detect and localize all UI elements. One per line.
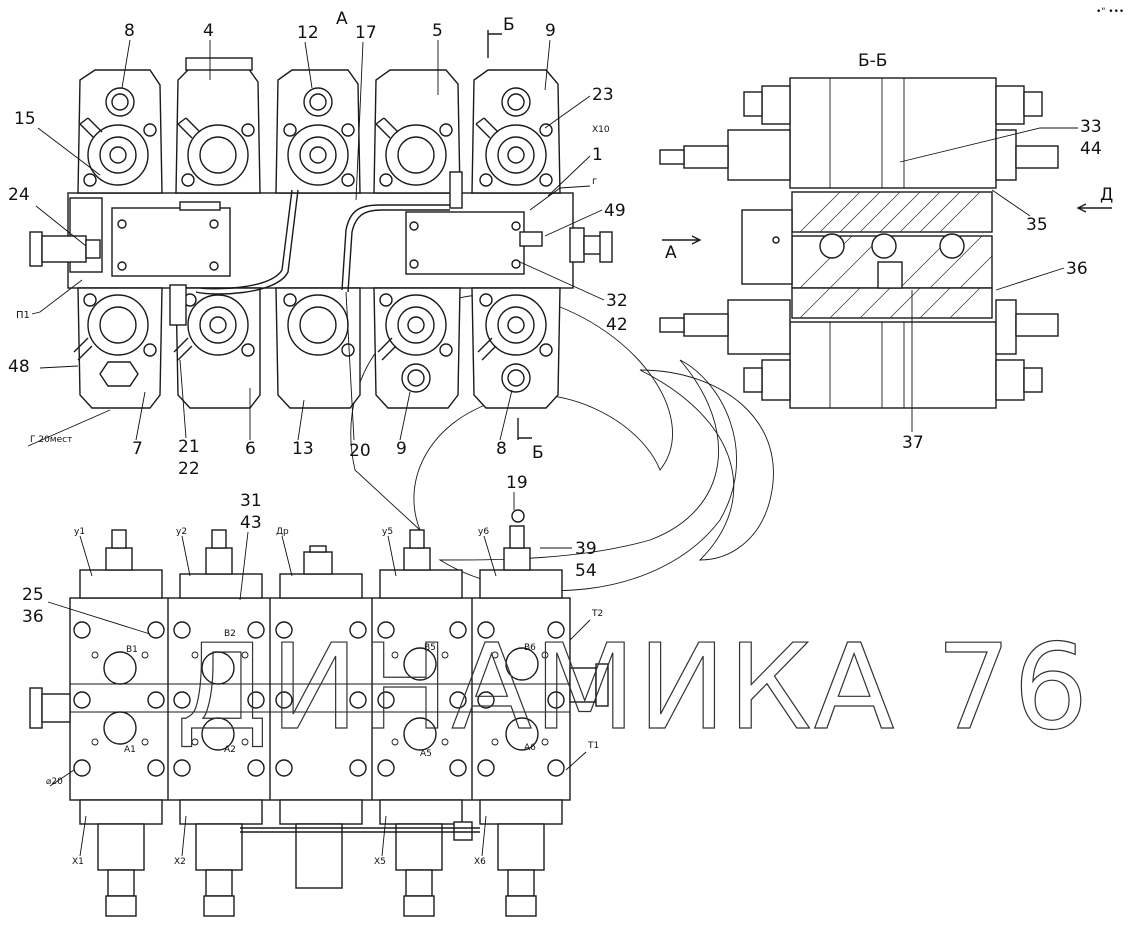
label-t1: T1 [587,741,599,751]
view-label-b-bottom: Б [532,443,544,463]
label-b6: B6 [524,643,536,653]
label-y6: у6 [478,527,489,537]
label-d20: ⌀20 [46,777,63,787]
upper-sections [77,57,561,194]
view-label-a-arrow: А [665,243,677,263]
label-x5: X5 [374,857,386,867]
label-a6: A6 [524,743,536,753]
label-t2: T2 [591,609,603,619]
label-b5: B5 [424,643,436,653]
label-a2: A2 [224,745,236,755]
callout-5: 5 [432,21,443,41]
top-view [29,57,613,409]
corner-mark: •" ••• [1096,7,1124,17]
callout-9-lower: 9 [396,439,407,459]
lower-sections [73,287,561,409]
label-a5: A5 [420,749,432,759]
callout-33: 33 [1080,117,1102,137]
label-dr: Др [276,527,289,537]
label-x6: X6 [474,857,486,867]
label-b1: B1 [126,645,138,655]
label-x2: X2 [174,857,186,867]
callout-54: 54 [575,561,597,581]
callout-24: 24 [8,185,30,205]
top-callouts: 8 4 12 А 17 5 9 23 15 1 24 49 32 42 48 7… [8,9,702,479]
callout-35: 35 [1026,215,1048,235]
callout-48: 48 [8,357,30,377]
label-y5: у5 [382,527,393,537]
callout-7: 7 [132,439,143,459]
label-y1: у1 [74,527,85,537]
section-view: Б-Б [659,51,1113,453]
callout-23: 23 [592,85,614,105]
section-title: Б-Б [858,51,887,71]
bottom-callouts: 31 43 19 25 36 39 54 у1 у2 Др у5 у6 T2 T… [22,473,603,867]
callout-22: 22 [178,459,200,479]
label-x10: X10 [592,125,610,135]
callout-31: 31 [240,491,262,511]
callout-36-bottom: 36 [22,607,44,627]
callout-32: 32 [606,291,628,311]
callout-19: 19 [506,473,528,493]
label-x1: X1 [72,857,84,867]
label-g20: Г 20мест [30,435,72,445]
view-label-a-top: А [336,9,348,29]
bottom-view [29,509,609,917]
view-label-b-top: Б [503,15,515,35]
callout-17: 17 [355,23,377,43]
callout-21: 21 [178,437,200,457]
callout-1: 1 [592,145,603,165]
callout-4: 4 [203,21,214,41]
view-label-d: Д [1100,185,1113,205]
callout-20: 20 [349,441,371,461]
callout-8-lower: 8 [496,439,507,459]
callout-9: 9 [545,21,556,41]
callout-25: 25 [22,585,44,605]
label-g: г [592,176,597,187]
label-p1: П1 [16,310,30,321]
callout-36: 36 [1066,259,1088,279]
callout-8: 8 [124,21,135,41]
callout-49: 49 [604,201,626,221]
watermark-text: ДИНАМИКА 76 [176,618,1090,756]
callout-12: 12 [297,23,319,43]
callout-44: 44 [1080,139,1102,159]
callout-15: 15 [14,109,36,129]
callout-42: 42 [606,315,628,335]
label-a1: A1 [124,745,136,755]
callout-37: 37 [902,433,924,453]
label-y2: у2 [176,527,187,537]
callout-6: 6 [245,439,256,459]
callout-13: 13 [292,439,314,459]
callout-39: 39 [575,539,597,559]
label-b2: B2 [224,629,236,639]
callout-43: 43 [240,513,262,533]
